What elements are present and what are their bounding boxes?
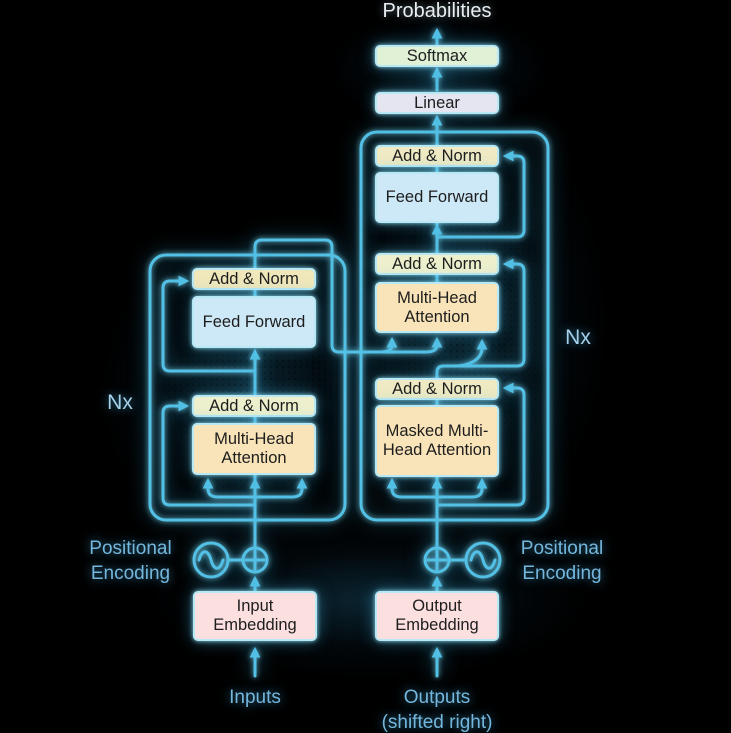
positional-encoding-left-line1: Positional bbox=[89, 538, 172, 559]
masked-attention-right-arrow bbox=[435, 477, 488, 499]
encoder-attention-left-arrow bbox=[202, 477, 257, 499]
encoder-attention-right-arrow bbox=[253, 477, 308, 499]
input-embedding-box: Input Embedding bbox=[193, 591, 317, 641]
masked-attention-left-arrow bbox=[386, 477, 439, 499]
decoder-add-norm-bottom-box: Add & Norm bbox=[375, 378, 499, 400]
decoder-residual-ff bbox=[435, 150, 526, 239]
probabilities-label: Probabilities bbox=[382, 0, 492, 22]
sine-wave-glyph bbox=[197, 550, 225, 570]
encoder-container bbox=[148, 253, 347, 522]
output-embedding-box: Output Embedding bbox=[375, 591, 499, 641]
encoder-add-norm-top-box: Add & Norm bbox=[192, 268, 316, 290]
decoder-container bbox=[359, 130, 550, 522]
decoder-query-arrow bbox=[453, 338, 488, 368]
inputs-label: Inputs bbox=[229, 687, 281, 708]
encoder-feed-forward-box: Feed Forward bbox=[192, 296, 316, 348]
encoder-multi-head-attention-box: Multi-Head Attention bbox=[192, 423, 316, 475]
outputs-label: Outputs bbox=[403, 687, 471, 708]
encoder-to-decoder-branch-arrow bbox=[378, 336, 398, 354]
positional-encoding-left-line2: Encoding bbox=[90, 563, 171, 584]
plus-glyph-right bbox=[426, 549, 448, 571]
decoder-feed-forward-box: Feed Forward bbox=[375, 172, 499, 223]
sine-icon-right bbox=[464, 541, 502, 579]
decoder-residual-masked-attention bbox=[435, 382, 526, 507]
decoder-multi-head-attention-box: Multi-Head Attention bbox=[375, 282, 499, 333]
plus-circle-icon-left bbox=[241, 546, 269, 574]
positional-encoding-label-right: Positional Encoding bbox=[477, 536, 647, 586]
plus-glyph-left bbox=[244, 549, 266, 571]
encoder-to-decoder-line bbox=[253, 238, 443, 354]
decoder-add-norm-top-box: Add & Norm bbox=[375, 145, 499, 167]
linear-box: Linear bbox=[375, 92, 499, 114]
decoder-query-and-residual-line bbox=[435, 258, 526, 387]
positional-encoding-label-left: Positional Encoding bbox=[48, 536, 213, 586]
decoder-add-norm-mid-box: Add & Norm bbox=[375, 253, 499, 275]
encoder-repeat-label: Nx bbox=[107, 391, 133, 414]
encoder-residual-attention bbox=[161, 400, 257, 507]
encoder-residual-ff bbox=[161, 275, 257, 373]
outputs-label-group: Outputs (shifted right) bbox=[357, 685, 517, 733]
outputs-shifted-right-label: (shifted right) bbox=[381, 712, 493, 733]
sine-wave-glyph-right bbox=[469, 550, 497, 570]
encoder-add-norm-bottom-box: Add & Norm bbox=[192, 395, 316, 417]
decoder-repeat-label: Nx bbox=[565, 326, 591, 349]
softmax-box: Softmax bbox=[375, 45, 499, 67]
decoder-masked-multi-head-attention-box: Masked Multi-Head Attention bbox=[375, 405, 499, 477]
positional-encoding-right-line2: Encoding bbox=[522, 563, 602, 584]
positional-encoding-right-line1: Positional bbox=[520, 538, 604, 559]
